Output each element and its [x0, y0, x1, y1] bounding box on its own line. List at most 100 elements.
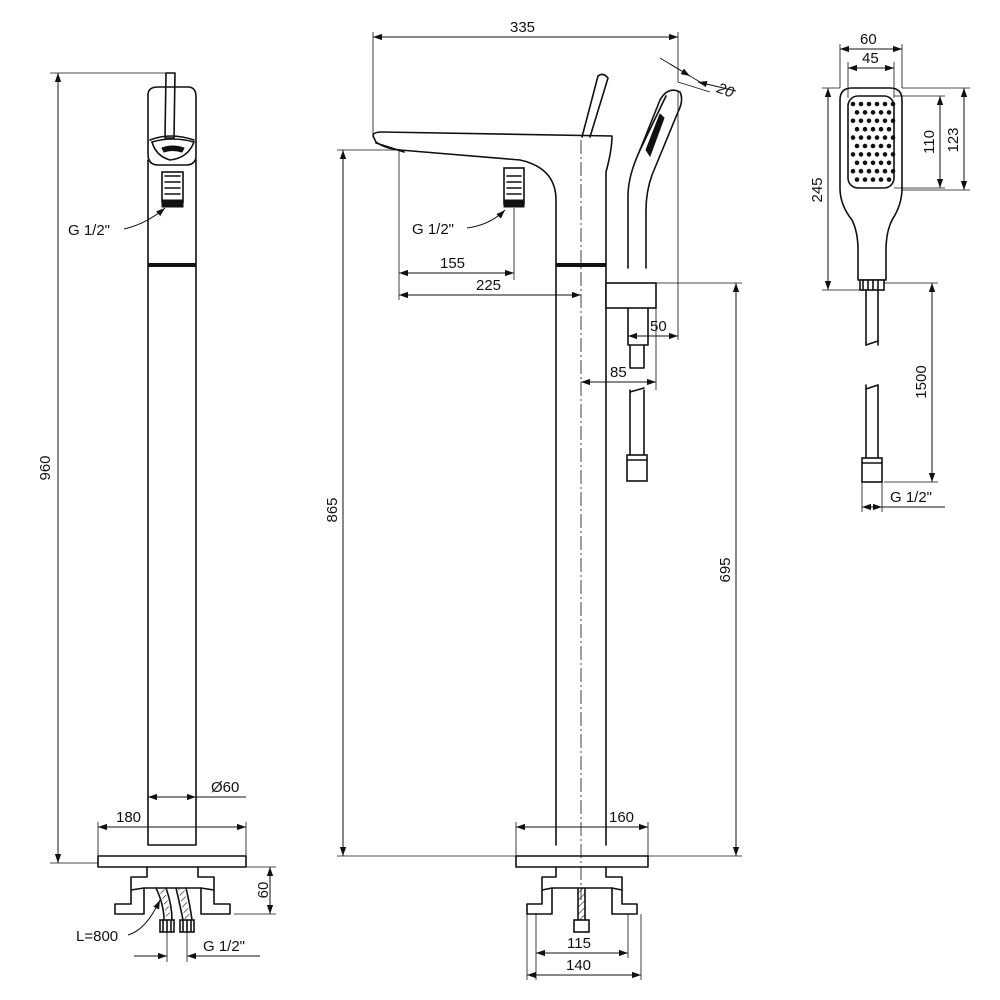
nozzle-dot: [878, 177, 884, 182]
nozzle-dot: [862, 160, 868, 166]
nozzle-dot: [858, 118, 864, 124]
label-outlet-155: 155: [440, 255, 465, 272]
nozzle-dot: [890, 152, 896, 157]
nozzle-dot: [858, 168, 864, 174]
hose-fitting: [573, 919, 590, 933]
label-angle-20: 20: [714, 79, 737, 101]
lever: [164, 72, 176, 139]
side-view: 335 G 1/2" 155 225 865: [324, 19, 742, 980]
nozzle-dot: [858, 135, 864, 140]
nozzle-dot: [850, 101, 856, 107]
hose-fitting: [861, 457, 883, 483]
nozzle-dot: [850, 135, 856, 140]
base-plate: [97, 855, 247, 868]
nozzle-dot: [870, 110, 876, 115]
nozzle-dot: [886, 177, 892, 182]
nozzle-dot: [870, 126, 876, 132]
nozzle-dot: [862, 126, 868, 132]
nozzle-dot: [890, 101, 896, 107]
label-width-335: 335: [510, 19, 535, 36]
nozzle-dot: [870, 160, 876, 166]
label-hose-1500: 1500: [913, 365, 930, 398]
nozzle-dot: [850, 168, 856, 174]
label-face-110: 110: [921, 130, 938, 154]
label-foot-115: 115: [567, 935, 591, 952]
nozzle-dot: [878, 126, 884, 132]
spout: [372, 131, 613, 266]
nozzle-dot: [858, 101, 864, 107]
shower-head: [839, 87, 903, 281]
nozzle-dot: [890, 118, 896, 124]
lever: [581, 73, 609, 138]
nozzle-dot: [882, 168, 888, 174]
spray-nozzles: [850, 101, 896, 182]
nozzle-dot: [862, 177, 868, 182]
label-reach-225: 225: [476, 277, 501, 294]
nozzle-dot: [878, 110, 884, 115]
nozzle-dot: [870, 177, 876, 182]
nozzle-dot: [854, 160, 860, 166]
label-thread-left: G 1/2": [68, 222, 110, 239]
nozzle-dot: [874, 152, 880, 157]
nozzle-dot: [886, 110, 892, 115]
nozzle-dot: [890, 135, 896, 140]
base-plate: [515, 855, 649, 868]
nozzle-dot: [882, 118, 888, 124]
nozzle-dot: [862, 110, 868, 115]
shower-holder: [605, 282, 657, 309]
nozzle-dot: [870, 143, 876, 149]
label-thread-side: G 1/2": [412, 221, 454, 238]
label-width-60: 60: [860, 31, 877, 48]
nozzle-dot: [874, 118, 880, 124]
label-base-180: 180: [116, 809, 141, 826]
nozzle-dot: [850, 118, 856, 124]
nozzle-dot: [854, 110, 860, 115]
hand-shower-view: 60 45 110 123 245 1500: [809, 31, 970, 512]
column: [147, 159, 197, 846]
nozzle-dot: [878, 160, 884, 166]
nozzle-dot: [886, 126, 892, 132]
label-height-865: 865: [324, 497, 341, 522]
nozzle-dot: [874, 135, 880, 140]
label-foot-60: 60: [255, 882, 272, 899]
label-width-45: 45: [862, 50, 879, 67]
connector: [503, 167, 525, 205]
mixer-head: [147, 86, 197, 166]
label-hose-length: L=800: [76, 928, 118, 945]
label-diameter: Ø60: [211, 779, 239, 796]
label-height-695: 695: [717, 557, 734, 582]
nozzle-dot: [890, 168, 896, 174]
label-offset-85: 85: [610, 364, 627, 381]
hose-fitting: [859, 279, 885, 291]
nozzle-dot: [866, 101, 872, 107]
nozzle-dot: [854, 177, 860, 182]
nozzle-dot: [866, 118, 872, 124]
label-foot-140: 140: [566, 957, 591, 974]
nozzle-dot: [854, 126, 860, 132]
nozzle-dot: [878, 143, 884, 149]
label-base-160: 160: [609, 809, 634, 826]
front-view: 960 G 1/2" Ø60 180: [37, 72, 276, 962]
nozzle-dot: [850, 152, 856, 157]
hose-fitting: [626, 454, 648, 482]
nozzle-dot: [866, 168, 872, 174]
column: [555, 264, 607, 846]
nozzle-dot: [874, 101, 880, 107]
nozzle-dot: [886, 160, 892, 166]
nozzle-dot: [886, 143, 892, 149]
nozzle-dot: [866, 135, 872, 140]
label-thread-shower: G 1/2": [890, 489, 932, 506]
nozzle-dot: [882, 135, 888, 140]
spray-face: [847, 95, 895, 189]
nozzle-dot: [874, 168, 880, 174]
nozzle-dot: [882, 152, 888, 157]
nozzle-dot: [862, 143, 868, 149]
label-length-245: 245: [809, 177, 826, 202]
nozzle-dot: [882, 101, 888, 107]
nozzle-dot: [854, 143, 860, 149]
label-offset-50: 50: [650, 318, 667, 335]
label-height-960: 960: [37, 455, 54, 480]
hand-shower: [627, 89, 683, 269]
nozzle-dot: [858, 152, 864, 157]
